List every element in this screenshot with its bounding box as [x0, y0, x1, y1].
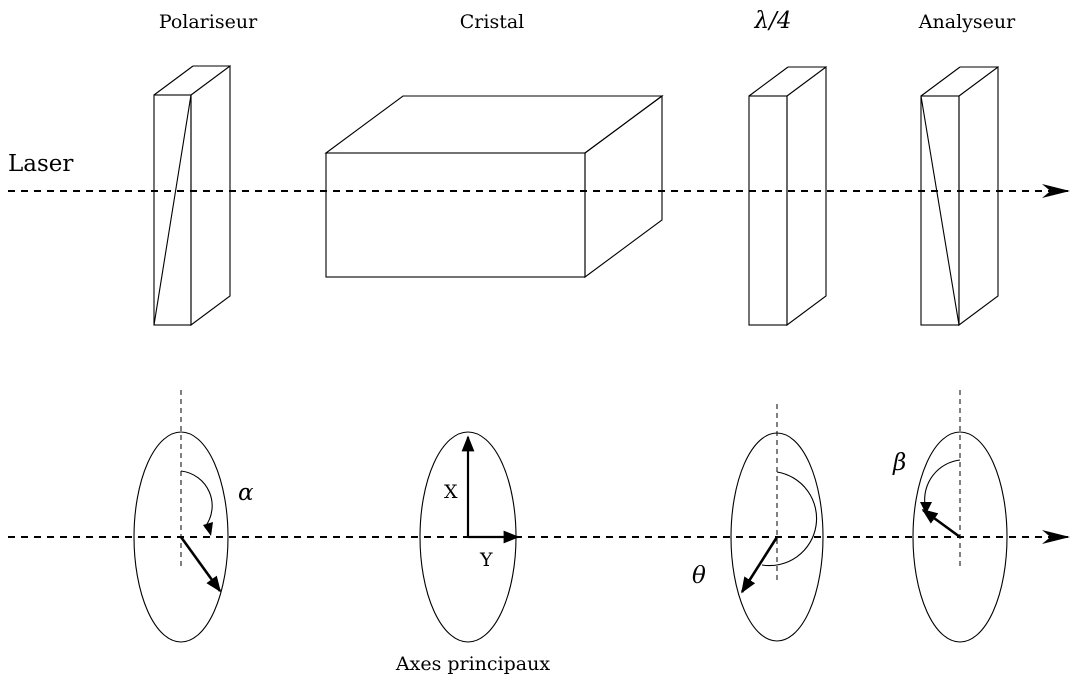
principal-axes-label: Axes principaux — [395, 653, 550, 675]
analyzer-prism — [920, 65, 999, 327]
alpha-label: α — [238, 480, 254, 506]
crystal-block — [324, 94, 664, 279]
analyzer-vector — [921, 508, 961, 539]
beta-label: β — [892, 450, 906, 476]
polarizer-prism — [153, 64, 231, 327]
quarter-wave-plate — [748, 65, 827, 327]
quarter-wave-vector — [740, 536, 779, 594]
analyzer-orientation: β — [892, 390, 1008, 643]
beta-arc — [924, 459, 961, 506]
alpha-arc — [180, 470, 213, 534]
polarizer-orientation: α — [133, 390, 254, 643]
laser-label: Laser — [8, 151, 73, 177]
analyzer-label: Analyseur — [918, 11, 1016, 33]
crystal-label: Cristal — [460, 11, 525, 33]
quarter-wave-label: λ/4 — [754, 8, 792, 34]
quarter-wave-orientation: θ — [692, 404, 824, 642]
polarizer-label: Polariseur — [159, 11, 258, 33]
theta-label: θ — [692, 563, 706, 589]
x-axis-label: X — [444, 481, 458, 503]
crystal-axes: X Y Axes principaux — [395, 431, 550, 675]
polarizer-vector — [179, 536, 222, 593]
y-axis-label: Y — [479, 549, 493, 571]
theta-arc — [761, 471, 818, 567]
